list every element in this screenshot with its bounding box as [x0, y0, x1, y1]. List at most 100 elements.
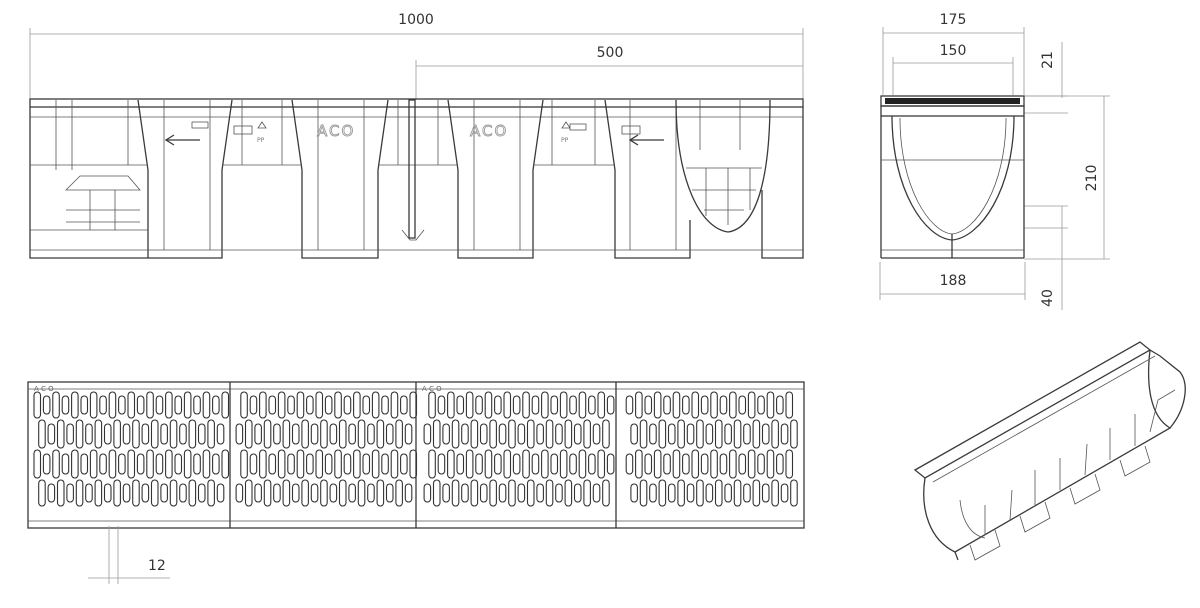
grate-slot — [644, 395, 653, 415]
grate-slot — [465, 449, 474, 479]
dimension-half-length: 500 — [415, 45, 803, 100]
grate-slot — [785, 449, 794, 479]
side-view: 1000 500 — [29, 12, 804, 259]
grate-slot — [559, 391, 568, 419]
grate-slot — [259, 449, 267, 479]
grate-slot — [559, 449, 568, 479]
grate-slot — [160, 483, 168, 503]
grate-slot — [108, 449, 117, 479]
grate-slot — [536, 483, 544, 503]
grate-slot — [310, 423, 319, 445]
grate-slot — [150, 479, 159, 507]
grate-slot — [122, 483, 131, 503]
dimension-label-175: 175 — [940, 12, 967, 28]
grate-slot — [630, 423, 638, 445]
grate-slot — [606, 395, 615, 415]
grate-slot — [282, 419, 291, 449]
dimension-label-12: 12 — [148, 558, 166, 574]
grate-slot — [132, 479, 140, 507]
grate-slot — [165, 391, 173, 419]
isometric-view — [913, 341, 1186, 561]
grate-slot — [743, 483, 751, 503]
grate-slot — [780, 423, 789, 445]
grate-slot — [343, 395, 352, 415]
grate-slot — [212, 453, 220, 475]
grate-slot — [625, 453, 634, 475]
grate-slot — [733, 419, 742, 449]
grate-slot — [461, 483, 469, 503]
grate-slot — [75, 479, 84, 507]
grate-slot — [165, 449, 173, 479]
grate-slot — [188, 479, 197, 507]
dimension-label-40: 40 — [1040, 289, 1056, 307]
grate-slot — [545, 479, 554, 507]
grate-slot — [531, 395, 540, 415]
grate-slot — [235, 423, 244, 445]
grate-slot — [362, 395, 371, 415]
grate-slot — [320, 419, 328, 449]
grate-slot — [545, 419, 554, 449]
grate-slot — [338, 479, 347, 507]
grate-slot — [296, 391, 305, 419]
grate-slot — [367, 483, 375, 503]
grate-slot — [663, 395, 671, 415]
grate-slot — [47, 483, 56, 503]
grate-slot — [710, 449, 718, 479]
aco-logo-right: ACO — [470, 122, 508, 140]
grate-slot — [320, 479, 328, 507]
grate-slot — [179, 483, 187, 503]
grate-slot — [99, 395, 107, 415]
grate-slot — [395, 419, 403, 449]
grate-slot — [700, 453, 709, 475]
grate-slot — [682, 395, 690, 415]
recycle-mark-icon: PP — [561, 121, 571, 144]
grate-slot — [155, 453, 164, 475]
grate-slot — [310, 483, 319, 503]
grate-slot — [432, 419, 441, 449]
grate-slot — [249, 395, 258, 415]
grate-slot — [56, 479, 65, 507]
grate-slot — [235, 483, 244, 503]
grate-brand-mark-left: A C O — [34, 385, 54, 393]
grate-slot — [696, 479, 704, 507]
grate-slot — [588, 395, 596, 415]
dimension-label-210: 210 — [1084, 165, 1100, 192]
grate-slot — [776, 453, 784, 475]
grate-slot — [653, 391, 662, 419]
grate-slot — [263, 479, 272, 507]
grate-slot — [550, 453, 559, 475]
grate-slot — [85, 483, 93, 503]
grate-slot — [174, 453, 183, 475]
grate-slot — [484, 449, 493, 479]
grate-slot — [212, 395, 220, 415]
grate-slot — [738, 395, 747, 415]
channel-side-outline: PP PP ACO ACO — [29, 98, 804, 259]
grate-slot — [240, 449, 248, 479]
grate-slot — [644, 453, 653, 475]
grate-slot — [268, 453, 277, 475]
grate-slot — [254, 423, 262, 445]
grate-slot — [564, 479, 573, 507]
grate-slot — [221, 449, 230, 479]
grate-slot — [555, 483, 563, 503]
grate-slot — [249, 453, 258, 475]
grate-slot — [649, 483, 657, 503]
grate-slot — [437, 453, 446, 475]
grate-slot — [649, 423, 657, 445]
grate-slot — [602, 419, 610, 449]
grate-slot — [451, 419, 460, 449]
grate-slot — [362, 453, 371, 475]
grate-slot — [724, 483, 732, 503]
grate-slot — [672, 449, 681, 479]
grate-slot — [301, 419, 309, 449]
grate-slot — [639, 419, 648, 449]
grate-slot — [672, 391, 681, 419]
grate-slot — [743, 423, 751, 445]
grate-slot — [677, 479, 685, 507]
grate-slot — [385, 423, 394, 445]
grate-slot — [578, 449, 587, 479]
grate-slot — [381, 395, 389, 415]
grate-slot — [592, 423, 601, 445]
grate-slot — [705, 423, 714, 445]
grate-slot — [52, 391, 60, 419]
